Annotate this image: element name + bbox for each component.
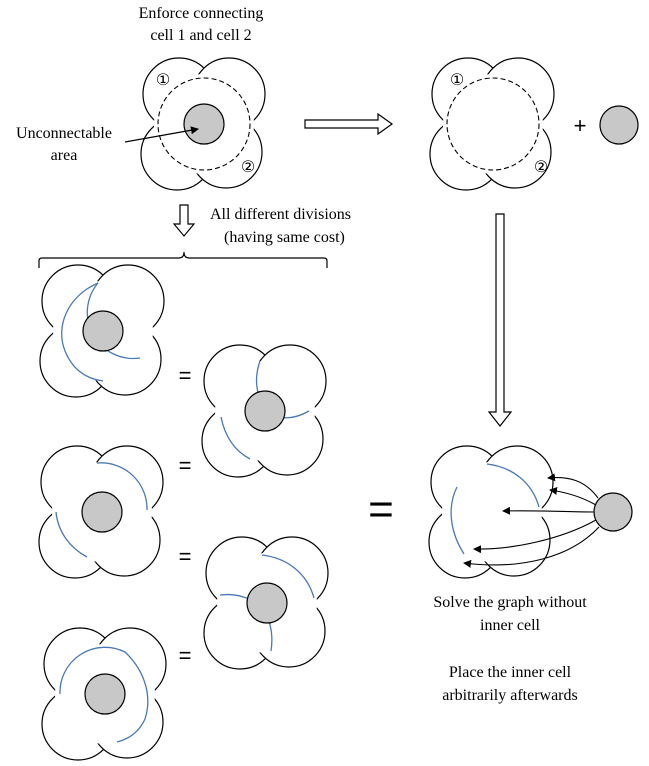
unconnectable-label-line-2: area	[51, 147, 78, 164]
unconnectable-label-line-1: Unconnectable	[16, 125, 112, 142]
equals-small-1: =	[179, 363, 192, 388]
plus-sign: +	[574, 113, 587, 138]
equals-big: =	[368, 485, 394, 534]
solve-caption-line-1: Solve the graph without	[433, 594, 587, 611]
equals-small-3: =	[179, 544, 192, 569]
divisions-label-line-2: (having same cost)	[224, 229, 345, 246]
curly-brace	[38, 251, 328, 268]
result-flower	[428, 445, 554, 579]
solve-caption-line-2: inner cell	[480, 617, 541, 634]
division-flower-3	[38, 445, 164, 579]
title-line-2: cell 1 and cell 2	[150, 27, 251, 44]
external-inner-cell	[593, 492, 633, 532]
place-caption-line-2: arbitrarily afterwards	[442, 687, 577, 704]
hollow-down-arrow-small	[172, 204, 196, 237]
hollow-down-arrow-long	[487, 213, 513, 427]
division-flower-2	[201, 344, 327, 478]
division-flower-4	[203, 536, 329, 670]
cell-1-marker-right: ①	[450, 72, 464, 89]
top-right-flower	[429, 57, 555, 191]
cell-2-marker: ②	[241, 159, 255, 176]
place-caption-line-1: Place the inner cell	[449, 664, 572, 681]
unconnectable-pointer-arrow	[124, 126, 199, 143]
separated-inner-cell	[599, 105, 639, 145]
inner-cell	[183, 103, 225, 145]
division-flower-1	[39, 264, 165, 398]
equals-small-2: =	[179, 453, 192, 478]
division-flower-5	[41, 627, 167, 761]
hollow-right-arrow	[304, 112, 394, 136]
equals-small-4: =	[179, 643, 192, 668]
divisions-label-line-1: All different divisions	[210, 206, 351, 223]
title-line-1: Enforce connecting	[139, 5, 264, 22]
cell-2-marker-right: ②	[534, 159, 548, 176]
cell-1-marker: ①	[156, 72, 170, 89]
placement-arrows	[463, 473, 600, 568]
